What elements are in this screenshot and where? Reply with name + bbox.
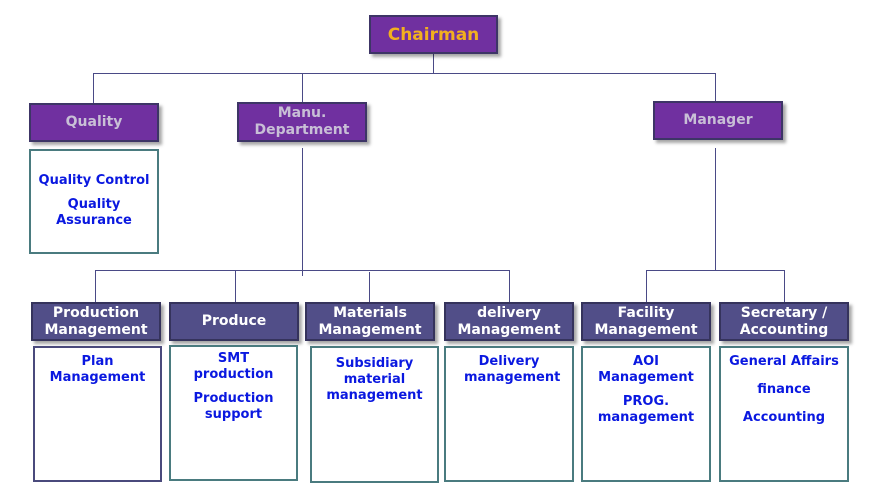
produce-node: Produce [169,302,299,341]
connector-line [302,73,303,102]
secretary-accounting-node: Secretary / Accounting [719,302,849,341]
production-management-details: Plan Management [33,346,162,482]
connector-line [715,148,716,270]
produce-details: SMT production Production support [169,345,298,481]
connector-line [302,148,303,276]
production-management-node: Production Management [31,302,161,341]
detail-item: General Affairs [729,354,839,369]
quality-node: Quality [29,103,159,142]
connector-line [93,73,715,74]
detail-item: Plan Management [49,354,146,385]
connector-line [95,270,96,302]
connector-line [509,270,510,302]
detail-item: AOI Management [598,354,694,385]
detail-item: Quality Control [38,173,150,188]
facility-management-details: AOI Management PROG. management [581,346,711,482]
detail-item: Production support [193,391,274,422]
chairman-node: Chairman [369,15,498,54]
detail-item: PROG. management [597,394,695,425]
connector-line [646,270,647,302]
connector-line [369,272,370,302]
detail-item: Quality Assurance [56,197,132,228]
connector-line [95,270,510,271]
detail-item: Accounting [742,410,826,425]
detail-item: Delivery management [464,354,561,385]
materials-management-details: Subsidiary material management [310,346,439,483]
manu-department-node: Manu. Department [237,102,367,142]
connector-line [433,53,434,74]
delivery-management-details: Delivery management [444,346,574,482]
facility-management-node: Facility Management [581,302,711,341]
delivery-management-node: delivery Management [444,302,574,341]
connector-line [784,270,785,302]
connector-line [235,270,236,302]
quality-details-box: Quality Control Quality Assurance [29,149,159,254]
materials-management-node: Materials Management [305,302,435,341]
connector-line [93,73,94,104]
connector-line [646,270,785,271]
detail-item: finance [757,382,811,397]
detail-item: SMT production [193,351,274,382]
connector-line [715,73,716,102]
secretary-accounting-details: General Affairs finance Accounting [719,346,849,482]
manager-node: Manager [653,101,783,140]
detail-item: Subsidiary material management [326,356,423,403]
